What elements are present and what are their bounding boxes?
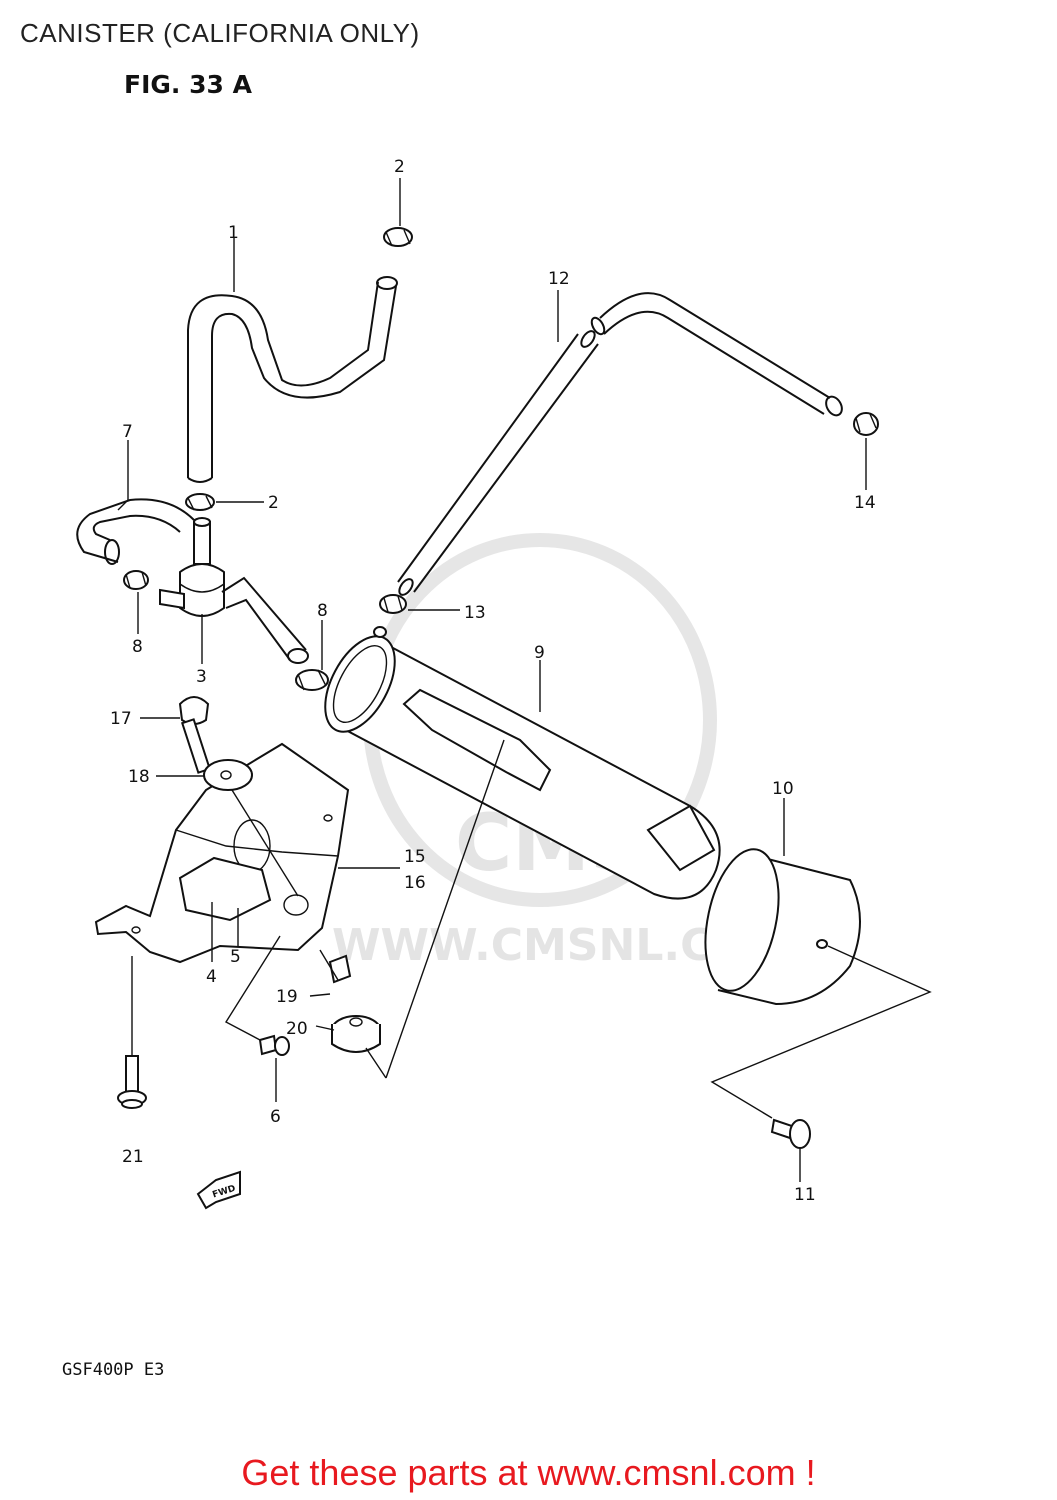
part-6-screw — [258, 1034, 290, 1056]
callout-19: 19 — [276, 987, 298, 1007]
callout-10: 10 — [772, 779, 794, 799]
callout-18: 18 — [128, 767, 150, 787]
page-title: CANISTER (CALIFORNIA ONLY) — [20, 18, 420, 48]
callout-20: 20 — [286, 1019, 308, 1039]
part-9-canister — [324, 626, 721, 900]
callout-8-right: 8 — [317, 601, 328, 621]
part-2-clamp-lower — [185, 493, 215, 511]
callout-7: 7 — [122, 422, 133, 442]
callout-8-left: 8 — [132, 637, 143, 657]
part-14-clamp — [853, 412, 879, 436]
callout-4: 4 — [206, 967, 217, 987]
callout-1: 1 — [228, 223, 239, 243]
part-8-clamp-right — [295, 669, 329, 691]
figure-label: FIG. 33 A — [124, 70, 252, 99]
part-8-clamp-left — [123, 570, 149, 590]
callout-9: 9 — [534, 643, 545, 663]
part-7-hose — [76, 498, 195, 565]
callout-12: 12 — [548, 269, 570, 289]
part-20-grommet — [331, 1015, 381, 1053]
callout-5: 5 — [230, 947, 241, 967]
footer-link[interactable]: Get these parts at www.cmsnl.com ! — [241, 1452, 816, 1493]
part-11-screw — [770, 1118, 811, 1149]
callout-2-lower: 2 — [268, 493, 279, 513]
callouts: 2 1 2 3 7 8 8 12 13 9 10 14 15 16 17 18 … — [110, 157, 876, 1205]
model-code: GSF400P E3 — [62, 1360, 165, 1380]
part-15-bracket — [94, 742, 350, 964]
part-19-collar — [328, 954, 352, 984]
part-10-cap — [704, 848, 861, 1006]
part-21-bolt — [117, 1055, 147, 1109]
forward-arrow-icon: FWD — [196, 1170, 241, 1210]
callout-3: 3 — [196, 667, 207, 687]
callout-15: 15 — [404, 847, 426, 867]
part-1-hose — [187, 276, 398, 483]
part-3-valve — [159, 517, 309, 664]
callout-6: 6 — [270, 1107, 281, 1127]
part-17-bolt — [178, 696, 212, 774]
callout-21: 21 — [122, 1147, 144, 1167]
part-18-washer — [203, 759, 253, 791]
callout-14: 14 — [854, 493, 876, 513]
part-12-hose — [397, 292, 843, 596]
callout-2-top: 2 — [394, 157, 405, 177]
leader-lines — [117, 178, 932, 1182]
callout-11: 11 — [794, 1185, 816, 1205]
callout-13: 13 — [464, 603, 486, 623]
part-2-clamp-top — [383, 227, 413, 247]
part-13-clamp — [379, 594, 407, 614]
callout-16: 16 — [404, 873, 426, 893]
callout-17: 17 — [110, 709, 132, 729]
